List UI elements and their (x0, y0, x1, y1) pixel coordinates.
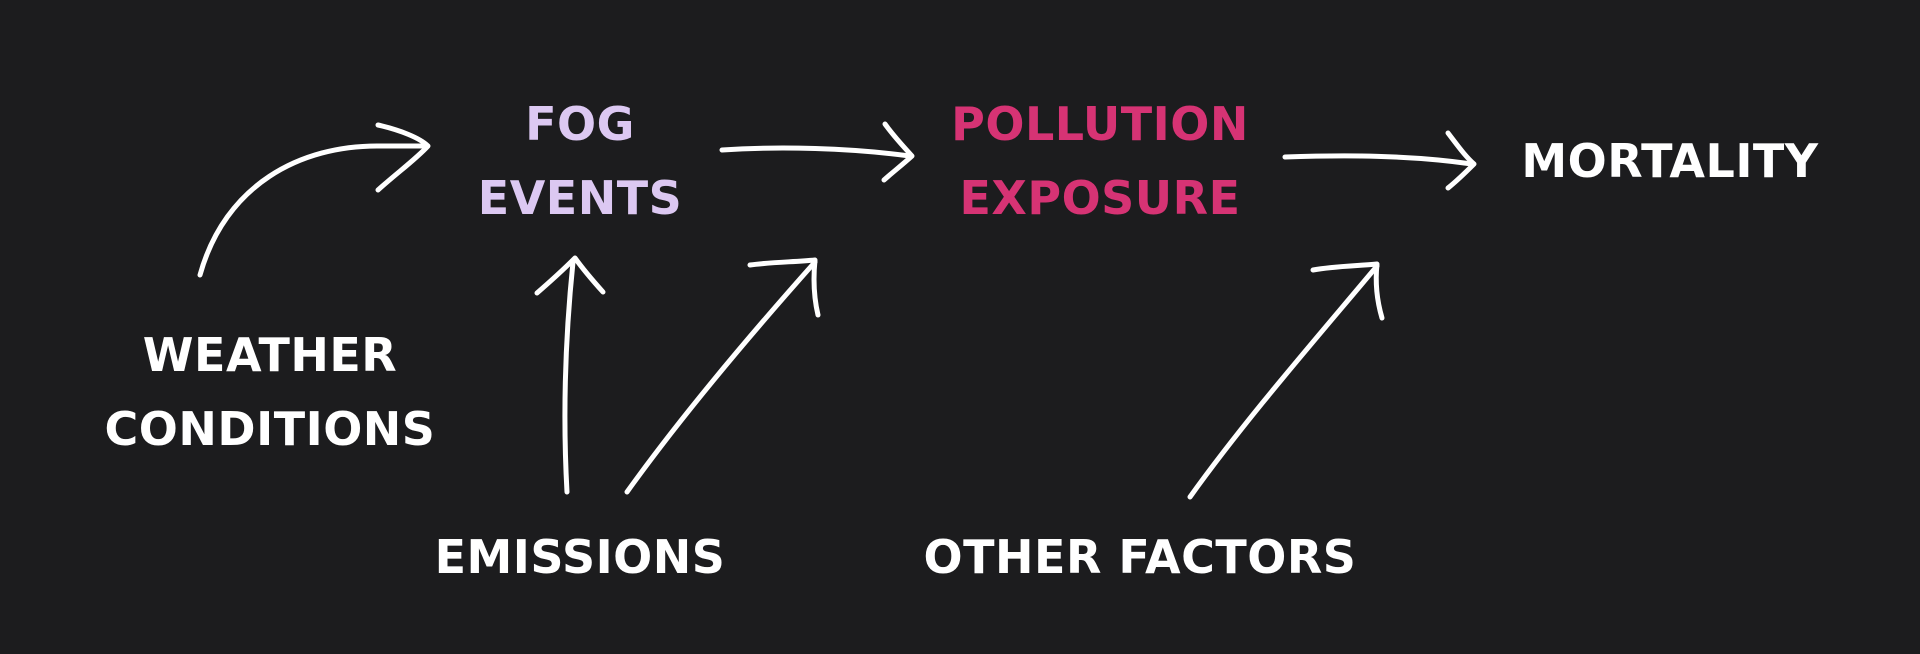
arrow-emissions-to-pollution (624, 257, 821, 495)
node-pollution-line1: POLLUTION (951, 97, 1249, 151)
arrow-other-to-mortality (1187, 261, 1385, 500)
node-weather-conditions: WEATHER CONDITIONS (60, 318, 480, 466)
node-pollution-line2: EXPOSURE (959, 171, 1241, 225)
node-emissions-line1: EMISSIONS (434, 530, 726, 584)
arrow-fog-to-pollution (719, 121, 915, 183)
arrow-pollution-to-mortality (1282, 130, 1477, 191)
node-weather-line1: WEATHER (142, 328, 398, 382)
node-pollution-exposure: POLLUTION EXPOSURE (880, 87, 1320, 235)
node-fog-line2: EVENTS (477, 171, 683, 225)
node-other-factors: OTHER FACTORS (880, 520, 1400, 594)
node-weather-line2: CONDITIONS (104, 402, 436, 456)
node-emissions: EMISSIONS (390, 520, 770, 594)
node-mortality-line1: MORTALITY (1521, 134, 1819, 188)
arrow-emissions-to-fog (534, 255, 606, 495)
node-other-line1: OTHER FACTORS (923, 530, 1357, 584)
node-mortality: MORTALITY (1470, 124, 1870, 198)
node-fog-events: FOG EVENTS (420, 87, 740, 235)
node-fog-line1: FOG (525, 97, 635, 151)
arrow-weather-to-fog (197, 122, 431, 278)
